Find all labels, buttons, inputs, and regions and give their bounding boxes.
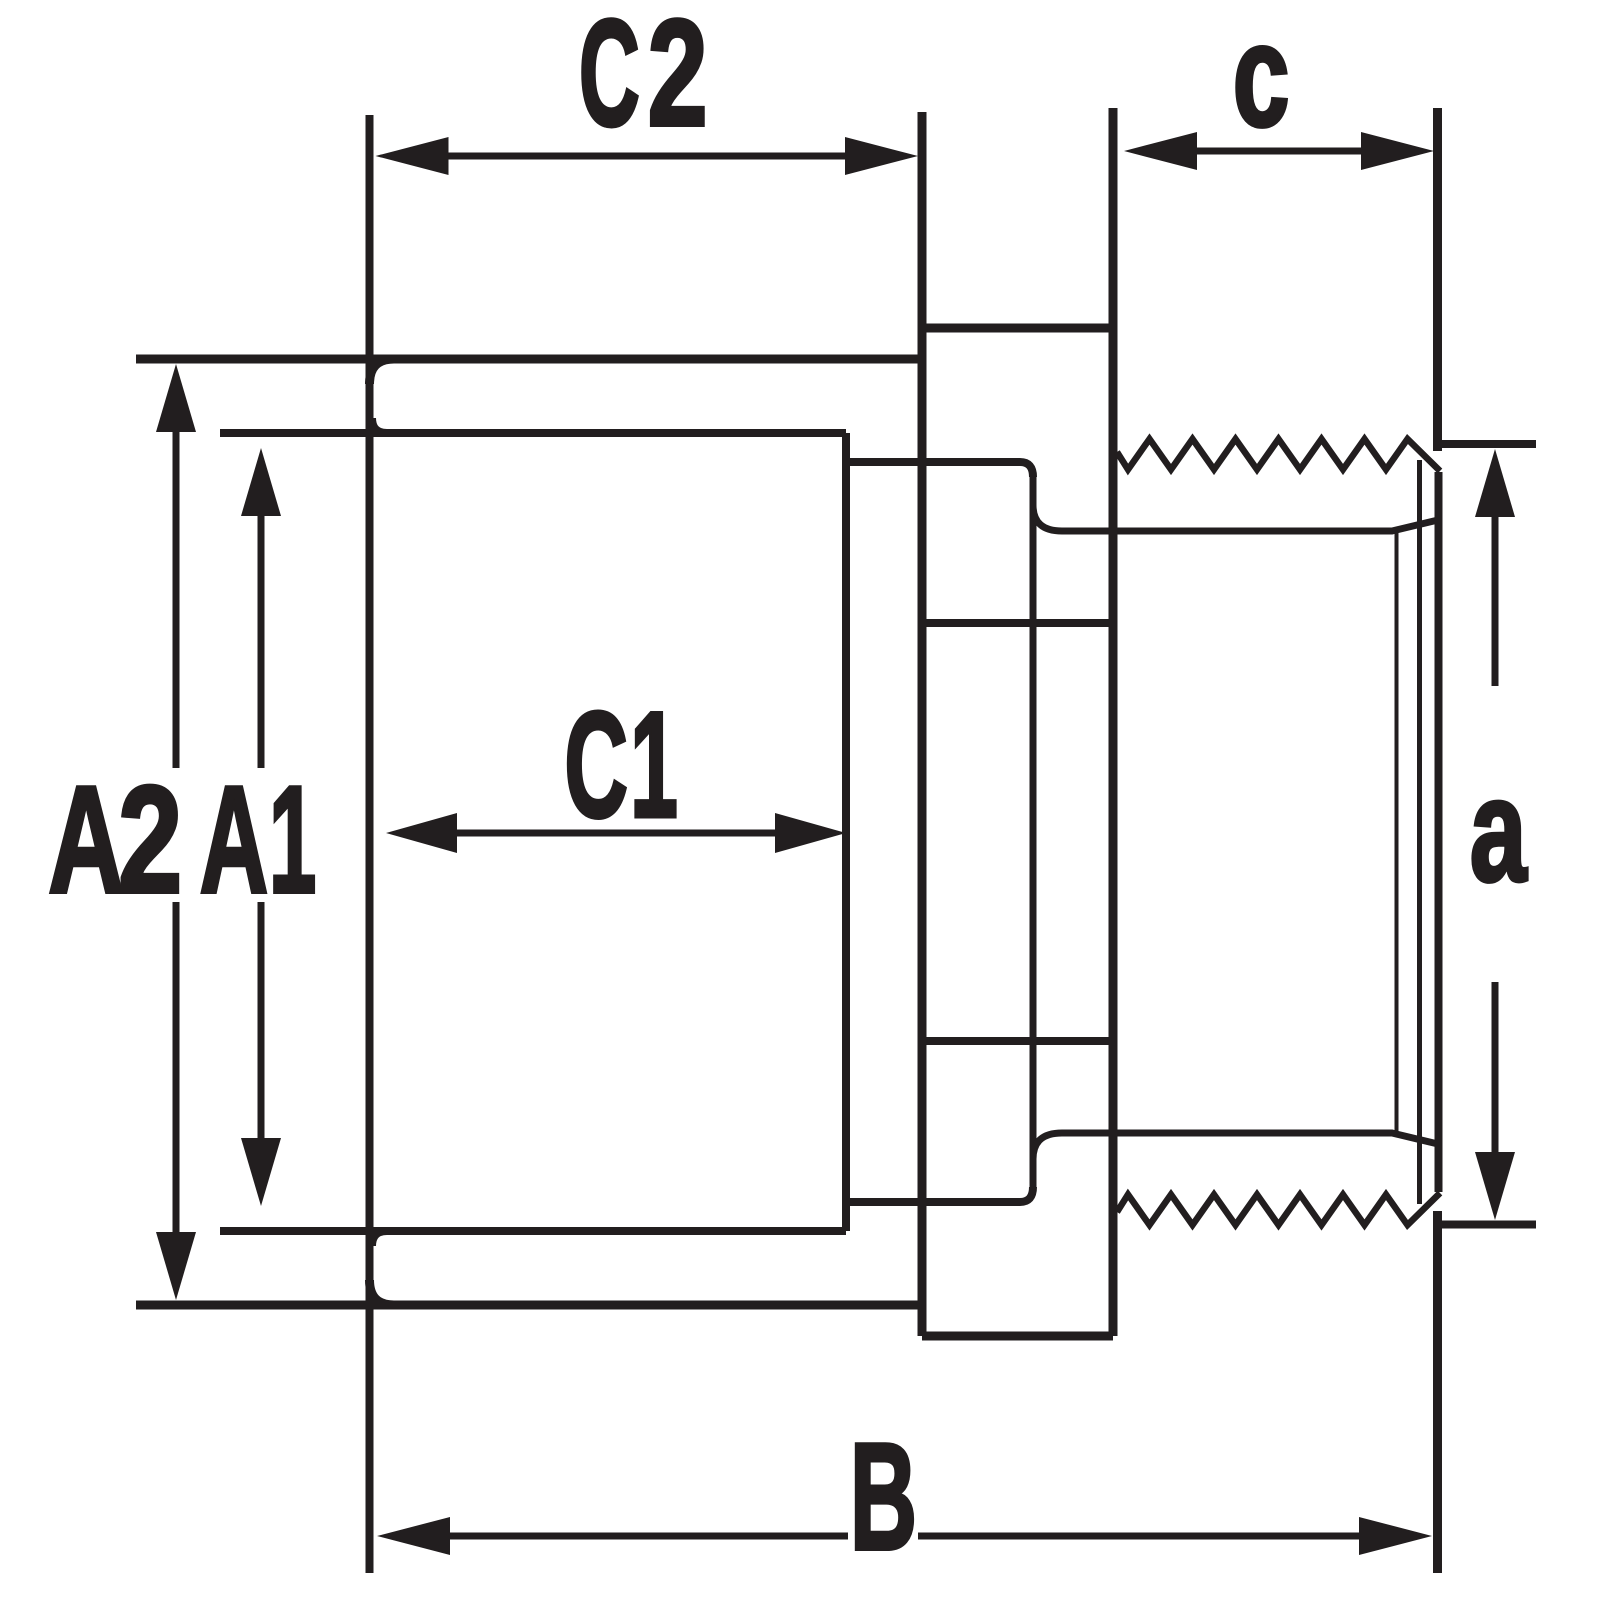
svg-text:2: 2 [648, 0, 708, 157]
svg-text:1: 1 [630, 680, 678, 848]
svg-text:B: B [850, 1411, 917, 1581]
svg-text:c: c [1233, 0, 1290, 157]
svg-text:A: A [200, 754, 269, 924]
svg-text:A: A [48, 755, 124, 925]
svg-text:C: C [564, 681, 628, 849]
svg-text:C: C [579, 0, 640, 157]
svg-text:a: a [1470, 748, 1528, 912]
svg-text:1: 1 [269, 755, 316, 925]
svg-text:2: 2 [118, 755, 182, 925]
